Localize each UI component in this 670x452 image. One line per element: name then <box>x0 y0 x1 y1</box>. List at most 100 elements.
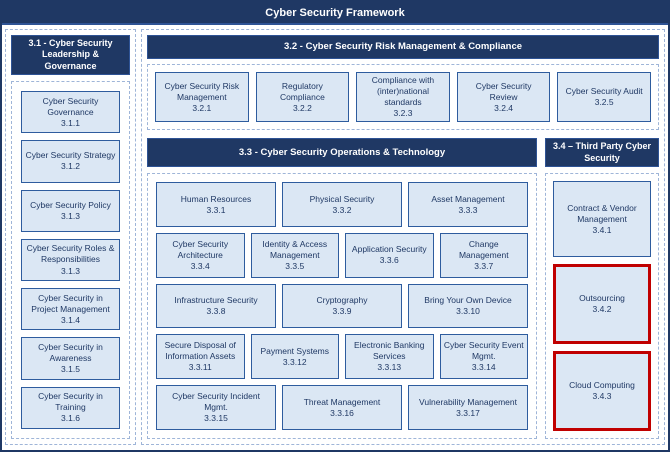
framework-title-bar: Cyber Security Framework <box>2 2 668 25</box>
box-label: Cloud Computing <box>569 379 635 390</box>
section-3-3-items: Human Resources 3.3.1 Physical Security … <box>147 173 537 439</box>
box-label: Threat Management <box>303 396 381 407</box>
box-label: Cyber Security Roles & Responsibilities <box>26 243 115 265</box>
box-label: Vulnerability Management <box>419 396 517 407</box>
box-3-2-1: Cyber Security Risk Management 3.2.1 <box>155 72 249 123</box>
box-label: Outsourcing <box>579 293 625 304</box>
box-code: 3.3.13 <box>377 362 402 373</box>
box-code: 3.3.8 <box>206 306 226 317</box>
box-code: 3.2.5 <box>594 97 614 108</box>
box-code: 3.1.3 <box>61 210 80 221</box>
box-code: 3.3.6 <box>379 255 399 266</box>
box-3-3-1: Human Resources 3.3.1 <box>156 182 276 227</box>
box-label: Secure Disposal of Information Assets <box>164 340 236 362</box>
box-3-3-8: Infrastructure Security 3.3.8 <box>156 283 276 329</box>
box-label: Electronic Banking Services <box>354 340 425 362</box>
box-label: Cyber Security Audit <box>565 86 643 97</box>
box-label: Physical Security <box>309 193 375 204</box>
box-3-2-3: Compliance with (inter)national standard… <box>356 72 450 123</box>
box-3-3-13: Electronic Banking Services 3.3.13 <box>345 334 434 380</box>
box-label: Compliance with (inter)national standard… <box>371 75 435 108</box>
box-3-1-3-roles: Cyber Security Roles & Responsibilities … <box>21 238 120 282</box>
box-label: Infrastructure Security <box>174 295 258 306</box>
box-code: 3.3.5 <box>285 260 305 271</box>
box-3-4-3-cloud-computing-highlighted: Cloud Computing 3.4.3 <box>553 351 651 431</box>
section-3-1-items: Cyber Security Governance 3.1.1 Cyber Se… <box>11 81 130 439</box>
section-3-2-header: 3.2 - Cyber Security Risk Management & C… <box>147 35 659 59</box>
box-label: Payment Systems <box>260 345 330 356</box>
box-label: Contract & Vendor Management <box>567 202 637 224</box>
box-3-4-1: Contract & Vendor Management 3.4.1 <box>553 181 651 258</box>
sections-right-group: 3.2 - Cyber Security Risk Management & C… <box>141 29 665 445</box>
box-3-3-6: Application Security 3.3.6 <box>345 232 434 278</box>
box-code: 3.3.12 <box>282 356 307 367</box>
box-label: Cyber Security Incident Mgmt. <box>172 391 260 413</box>
box-label: Bring Your Own Device <box>424 295 512 306</box>
operations-and-third-party-row: 3.3 - Cyber Security Operations & Techno… <box>147 138 659 439</box>
box-label: Change Management <box>458 238 509 260</box>
box-label: Cyber Security in Training <box>38 391 103 413</box>
box-code: 3.4.3 <box>592 391 612 402</box>
box-code: 3.4.2 <box>592 304 612 315</box>
box-code: 3.3.14 <box>471 362 496 373</box>
box-label: Cyber Security Strategy <box>25 150 116 161</box>
section-3-3-group: 3.3 - Cyber Security Operations & Techno… <box>147 138 537 439</box>
box-3-2-2: Regulatory Compliance 3.2.2 <box>255 72 350 123</box>
section-3-3-row-3: Infrastructure Security 3.3.8 Cryptograp… <box>156 283 528 329</box>
box-label: Cyber Security Review <box>475 80 532 102</box>
box-label: Cyber Security Policy <box>30 199 111 210</box>
section-3-4-header: 3.4 – Third Party Cyber Security <box>545 138 659 168</box>
box-code: 3.3.3 <box>458 204 478 215</box>
box-code: 3.3.9 <box>332 306 352 317</box>
box-label: Cryptography <box>316 295 368 306</box>
box-code: 3.1.5 <box>61 364 80 375</box>
box-label: Human Resources <box>180 193 252 204</box>
box-code: 3.3.4 <box>190 260 210 271</box>
box-3-3-10: Bring Your Own Device 3.3.10 <box>408 283 528 329</box>
box-3-1-3-policy: Cyber Security Policy 3.1.3 <box>21 189 120 232</box>
section-3-4-group: 3.4 – Third Party Cyber Security Contrac… <box>545 138 659 439</box>
box-code: 3.3.17 <box>456 407 480 418</box>
section-3-3-header: 3.3 - Cyber Security Operations & Techno… <box>147 138 537 168</box>
box-3-3-4: Cyber Security Architecture 3.3.4 <box>156 232 245 278</box>
box-3-3-3: Asset Management 3.3.3 <box>408 182 528 227</box>
box-label: Asset Management <box>431 193 505 204</box>
framework-content: 3.1 - Cyber Security Leadership & Govern… <box>2 25 668 450</box>
box-3-1-4: Cyber Security in Project Management 3.1… <box>21 288 120 331</box>
box-label: Cyber Security in Awareness <box>38 341 103 364</box>
box-3-3-5: Identity & Access Management 3.3.5 <box>250 232 339 278</box>
section-3-3-row-2: Cyber Security Architecture 3.3.4 Identi… <box>156 232 528 278</box>
box-code: 3.2.3 <box>393 108 413 119</box>
box-3-1-5: Cyber Security in Awareness 3.1.5 <box>21 337 120 380</box>
box-label: Identity & Access Management <box>262 238 328 260</box>
section-3-3-row-1: Human Resources 3.3.1 Physical Security … <box>156 182 528 227</box>
box-3-2-5: Cyber Security Audit 3.2.5 <box>557 72 651 123</box>
box-label: Cyber Security Risk Management <box>164 80 240 102</box>
box-3-3-12: Payment Systems 3.3.12 <box>250 334 339 380</box>
box-code: 3.3.16 <box>330 407 354 418</box>
box-label: Application Security <box>351 244 427 255</box>
box-3-1-2: Cyber Security Strategy 3.1.2 <box>21 140 120 183</box>
box-code: 3.3.7 <box>474 260 494 271</box>
box-code: 3.3.11 <box>188 362 212 373</box>
box-code: 3.3.1 <box>206 204 226 215</box>
box-label: Cyber Security in Project Management <box>31 292 110 314</box>
box-3-3-15: Cyber Security Incident Mgmt. 3.3.15 <box>156 385 276 431</box>
box-code: 3.1.4 <box>61 314 80 325</box>
box-3-4-2-outsourcing-highlighted: Outsourcing 3.4.2 <box>553 264 651 345</box>
box-code: 3.2.4 <box>494 102 514 113</box>
box-code: 3.1.1 <box>61 117 80 128</box>
box-code: 3.1.3 <box>61 265 80 276</box>
box-label: Regulatory Compliance <box>279 80 325 102</box>
box-3-3-17: Vulnerability Management 3.3.17 <box>408 385 528 431</box>
box-label: Cyber Security Event Mgmt. <box>443 340 524 362</box>
box-3-3-2: Physical Security 3.3.2 <box>282 182 402 227</box>
box-code: 3.2.2 <box>292 102 312 113</box>
box-code: 3.1.6 <box>61 413 80 424</box>
box-code: 3.4.1 <box>592 224 612 235</box>
box-3-3-9: Cryptography 3.3.9 <box>282 283 402 329</box>
box-3-3-14: Cyber Security Event Mgmt. 3.3.14 <box>439 334 528 380</box>
section-3-4-items: Contract & Vendor Management 3.4.1 Outso… <box>545 173 659 439</box>
box-code: 3.3.10 <box>456 306 480 317</box>
box-code: 3.2.1 <box>192 102 212 113</box>
